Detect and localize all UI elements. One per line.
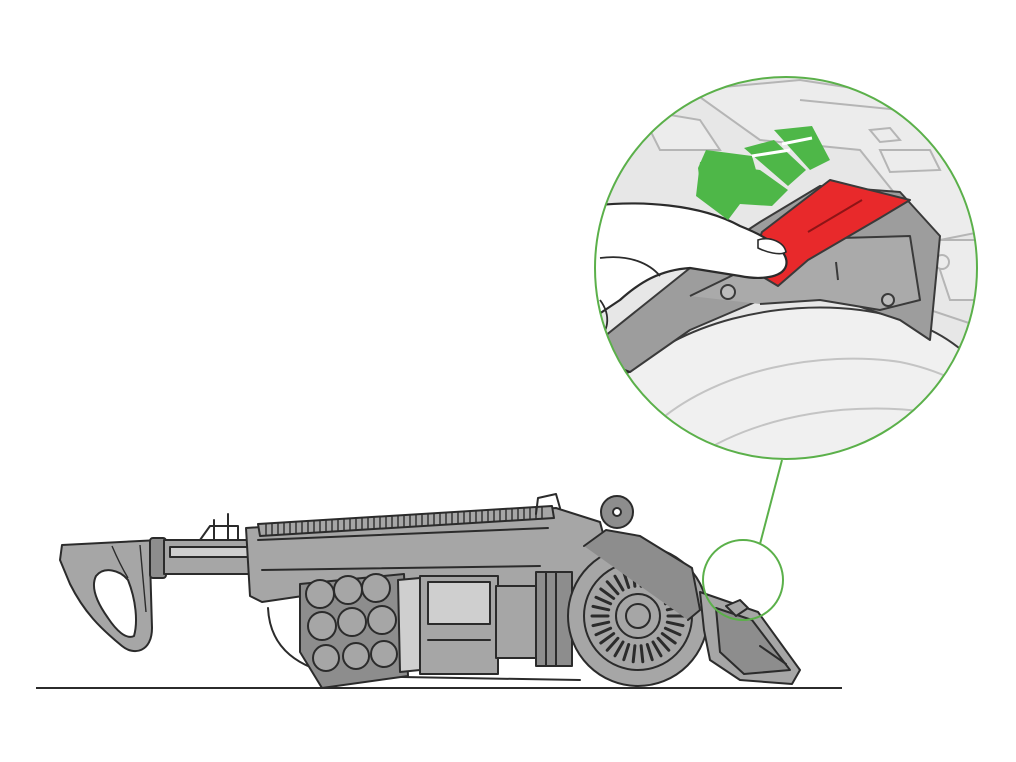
wheel-vent-slot — [645, 643, 654, 662]
callout-source-ring — [702, 539, 784, 621]
wheel-vent-slot — [599, 632, 616, 645]
wheel-vent-slot — [613, 574, 625, 592]
wheel-vent-slot — [605, 636, 620, 652]
wheel-vent-slot — [639, 644, 645, 664]
callout — [702, 459, 784, 621]
slide-left-arrow-icon — [696, 126, 830, 220]
cleaner-head — [699, 591, 801, 685]
wheel-vent-slot — [656, 636, 671, 652]
wheel-vent-slot — [665, 620, 685, 628]
zoom-detail — [594, 76, 978, 460]
zoom-ring — [594, 76, 978, 460]
wheel-vent-slot — [663, 626, 682, 637]
callout-leader-line — [759, 459, 783, 545]
cyclone-pack — [299, 573, 421, 689]
wheel-vent-slot — [594, 626, 613, 637]
wheel-vent-slot — [622, 643, 631, 662]
wheel-vent-slot — [660, 632, 677, 645]
wheel-vent-slot — [599, 587, 616, 600]
wheel-vent-slot — [605, 580, 620, 596]
vacuum-handle — [59, 537, 167, 653]
wheel-vent-slot — [651, 640, 663, 658]
wheel-vent-slot — [594, 595, 613, 606]
wheel-vent-slot — [591, 620, 611, 628]
wheel-vent-slot — [613, 640, 625, 658]
dust-bin — [419, 575, 499, 675]
motor-housing — [495, 571, 573, 667]
vacuum-cleaner — [59, 493, 801, 689]
wheel-vent-slot — [591, 604, 611, 612]
vacuum-wheel — [567, 529, 709, 687]
wheel-vent-slot — [631, 644, 637, 664]
vacuum-wand — [163, 513, 255, 575]
